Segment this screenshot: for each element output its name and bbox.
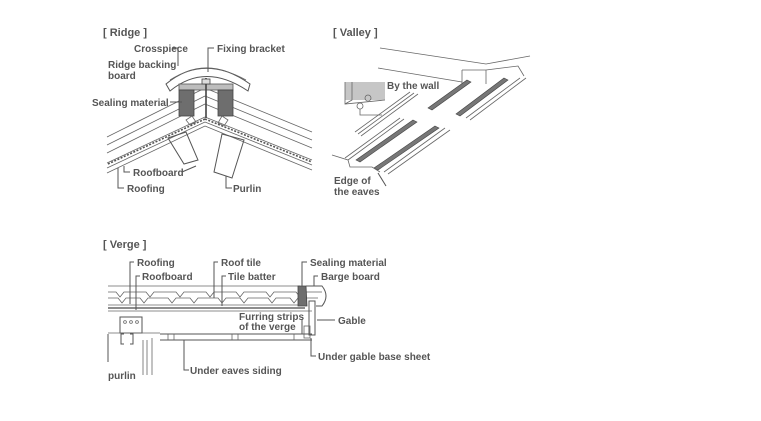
valley-diagram: [ Valley ] By the wall Edge of the eaves <box>331 27 531 198</box>
label-roof-tile: Roof tile <box>221 258 261 269</box>
label-edge-of-eaves-2: the eaves <box>334 187 380 198</box>
verge-barge-board <box>306 285 327 307</box>
ridge-title: [ Ridge ] <box>103 27 147 39</box>
label-gable: Gable <box>338 316 366 327</box>
label-sealing-material-verge: Sealing material <box>310 258 387 269</box>
ridge-diagram: [ Ridge ] <box>92 27 313 195</box>
ridge-sealing-left <box>178 89 195 117</box>
label-under-eaves-siding: Under eaves siding <box>190 366 282 377</box>
label-purlin-verge: purlin <box>108 371 136 382</box>
label-ridge-backing-1: Ridge backing <box>108 60 176 71</box>
verge-roof-tiles <box>108 285 322 312</box>
label-edge-of-eaves-1: Edge of <box>334 176 371 187</box>
by-the-wall-inset <box>344 82 386 116</box>
valley-rail <box>373 125 440 171</box>
label-roofing-verge: Roofing <box>137 258 175 269</box>
label-roofboard: Roofboard <box>133 168 184 179</box>
label-furring-2: of the verge <box>239 322 296 333</box>
label-ridge-backing-2: board <box>108 71 136 82</box>
ridge-sealing-right <box>217 89 234 117</box>
label-purlin: Purlin <box>233 184 261 195</box>
ridge-right-slope <box>204 87 313 171</box>
valley-rail <box>355 119 418 163</box>
label-sealing-material: Sealing material <box>92 98 169 109</box>
verge-sealing-material <box>297 285 308 307</box>
ridge-purlin-block <box>213 133 245 179</box>
verge-title: [ Verge ] <box>103 239 147 251</box>
label-roofing: Roofing <box>127 184 165 195</box>
verge-diagram: [ Verge ] Roofing Roofboard <box>103 239 431 382</box>
valley-rail <box>427 79 472 111</box>
label-furring-1: Furring strips <box>239 312 304 323</box>
label-barge-board: Barge board <box>321 272 380 283</box>
valley-rail <box>455 77 509 117</box>
label-crosspiece: Crosspiece <box>134 44 188 55</box>
ridge-roofboard-block-left <box>167 131 199 165</box>
label-fixing-bracket: Fixing bracket <box>217 44 285 55</box>
label-by-the-wall: By the wall <box>387 81 439 92</box>
verge-gable <box>308 300 316 336</box>
valley-title: [ Valley ] <box>333 27 378 39</box>
label-tile-batter: Tile batter <box>228 272 276 283</box>
label-roofboard-verge: Roofboard <box>142 272 193 283</box>
verge-purlin-block <box>119 316 143 334</box>
label-under-gable-base-sheet: Under gable base sheet <box>318 352 431 363</box>
